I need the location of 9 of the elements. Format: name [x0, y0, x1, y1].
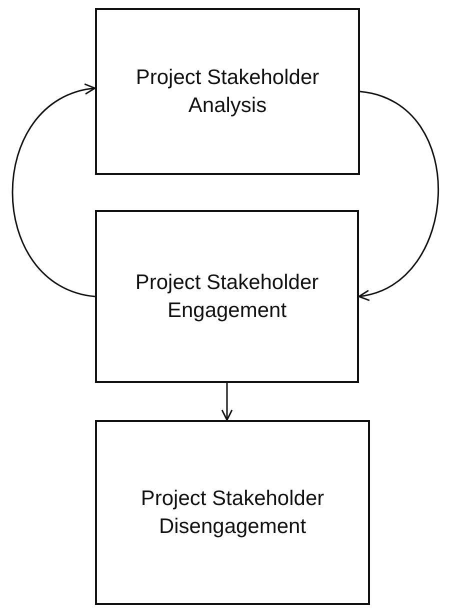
process-box: [95, 8, 360, 175]
box-label: Project Stakeholder Analysis: [134, 65, 320, 118]
arrow: [358, 90, 439, 300]
box-label: Project Stakeholder Disengagement: [140, 486, 326, 540]
process-box: [95, 420, 370, 605]
process-box: [95, 210, 359, 383]
box-label: Project Stakeholder Engagement: [134, 270, 320, 324]
arrow: [221, 383, 233, 421]
arrow: [12, 84, 96, 298]
